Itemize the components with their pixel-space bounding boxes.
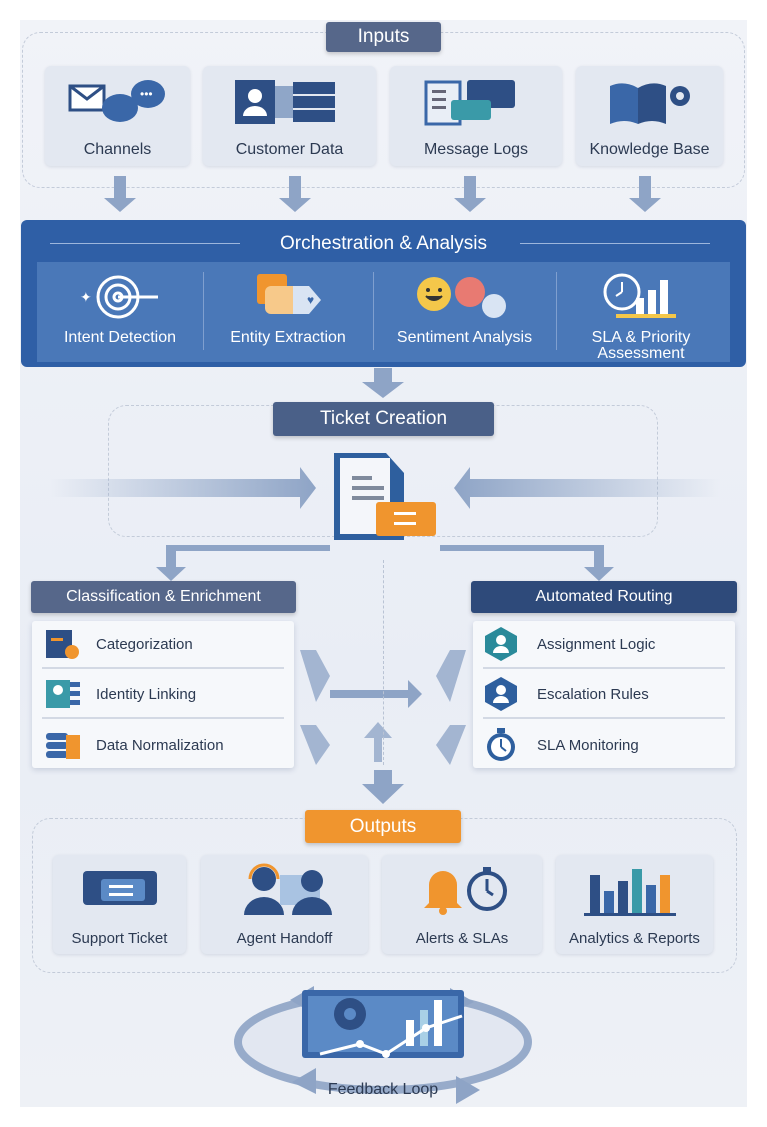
channels-icon: ••• [68,80,165,122]
input-card-message-logs: Message Logs [390,66,562,166]
list-item: Data Normalization [42,721,284,769]
output-label: Agent Handoff [236,930,333,947]
support-ticket-icon [82,871,157,905]
input-card-knowledge-base: Knowledge Base [576,66,723,166]
list-item: Identity Linking [42,671,284,719]
orchestration-inner [37,262,730,362]
divider [373,272,374,350]
list-item: SLA Monitoring [483,721,725,769]
input-label: Customer Data [235,141,344,158]
bar-chart-icon [583,869,676,916]
feedback-loop-label: Feedback Loop [327,1081,439,1098]
arrow-left [454,467,720,509]
orchestration-label: SLA & Priority Assessment [591,329,691,362]
svg-text:♥: ♥ [307,293,314,307]
list-item-label: Escalation Rules [537,685,649,703]
list-item: Escalation Rules [483,671,725,719]
orchestration-label: Entity Extraction [230,329,346,346]
assignment-user-icon [485,627,517,661]
output-card-analytics-reports: Analytics & Reports [556,855,713,954]
list-item-label: Data Normalization [96,736,224,754]
output-card-alerts-slas: Alerts & SLAs [382,855,542,954]
output-label: Alerts & SLAs [415,930,509,947]
identity-linking-icon [46,680,80,708]
list-item-label: SLA Monitoring [537,736,639,754]
outputs-title: Outputs [305,810,461,843]
output-card-agent-handoff: Agent Handoff [201,855,368,954]
divider [556,272,557,350]
list-item-label: Identity Linking [96,685,197,703]
message-logs-icon [424,80,515,126]
classification-list: Categorization Identity Linking Data Nor… [32,621,294,768]
input-arrows [104,176,661,212]
input-card-customer-data: Customer Data [203,66,376,166]
orchestration-label: Sentiment Analysis [396,329,533,346]
sla-priority-icon [603,273,676,318]
categorization-icon [46,630,79,659]
output-label: Analytics & Reports [569,930,700,947]
automated-routing-title: Automated Routing [471,581,737,613]
ticket-icon-and-arrows [50,453,720,540]
svg-text:✦: ✦ [80,289,92,305]
input-label: Message Logs [423,141,529,158]
escalation-user-icon [485,677,517,711]
customer-data-icon [234,80,335,124]
list-item-label: Assignment Logic [537,635,656,653]
input-label: Knowledge Base [589,141,710,158]
arrow-right [50,467,316,509]
sentiment-faces-icon [417,277,506,318]
divider [50,243,240,244]
list-item-label: Categorization [96,635,193,653]
output-label: Support Ticket [71,930,168,947]
orchestration-label: Intent Detection [63,329,177,346]
orchestration-to-ticket-arrow [362,368,404,398]
list-item: Categorization [42,621,284,669]
routing-list: Assignment Logic Escalation Rules SLA Mo… [473,621,735,768]
classification-title: Classification & Enrichment [31,581,296,613]
ticket-creation-title: Ticket Creation [273,402,494,436]
input-label: Channels [83,141,152,158]
divider [520,243,710,244]
target-icon: ✦ [80,275,158,319]
output-card-support-ticket: Support Ticket [53,855,186,954]
feedback-loop-graphic [234,986,532,1104]
svg-text:•••: ••• [140,87,153,101]
center-flow-arrows [300,650,466,804]
bell-stopwatch-icon [424,867,507,915]
divider [203,272,204,350]
entity-tag-icon: ♥ [257,274,321,314]
center-guide-line [383,560,384,765]
data-normalization-icon [46,733,80,759]
inputs-title: Inputs [326,22,441,52]
input-card-channels: ••• Channels [45,66,190,166]
branch-arrows [156,545,614,581]
stopwatch-icon [487,728,515,761]
knowledge-base-icon [609,83,690,124]
list-item: Assignment Logic [483,621,725,669]
orchestration-title: Orchestration & Analysis [280,233,487,254]
agent-headset-icon [243,863,332,915]
